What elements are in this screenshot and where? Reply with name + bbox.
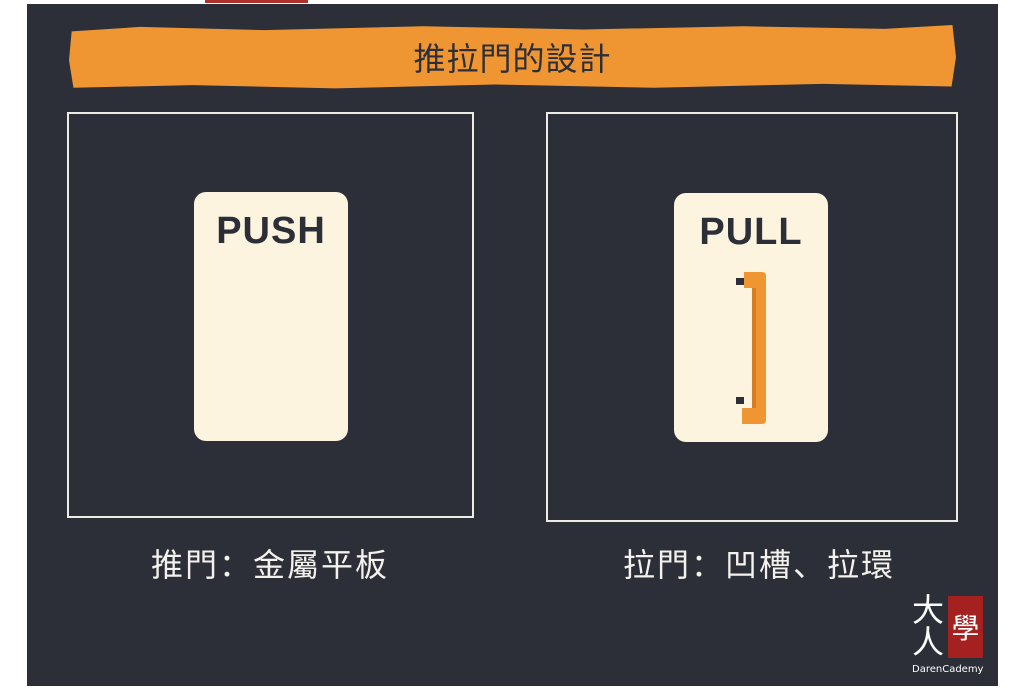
pull-sign-label: PULL	[699, 211, 803, 253]
pull-panel: PULL	[546, 112, 958, 522]
logo-brand-text: DarenCademy	[912, 664, 984, 675]
slide: 推拉門的設計 PUSH PULL 推門：金屬平板 拉門：凹槽、拉環 大 人 學 …	[27, 4, 998, 686]
logo-seal: 學	[948, 596, 983, 658]
logo-char-da: 大	[912, 591, 945, 629]
pull-sign: PULL	[674, 193, 828, 442]
push-panel: PUSH	[67, 112, 474, 518]
title-banner: 推拉門的設計	[69, 25, 956, 89]
darencademy-logo: 大 人 學 DarenCademy	[912, 594, 984, 682]
push-sign: PUSH	[194, 192, 348, 441]
browser-tab-indicator	[205, 0, 308, 3]
logo-char-ren: 人	[912, 623, 945, 661]
door-handle-icon	[736, 272, 766, 424]
push-door-caption: 推門：金屬平板	[151, 546, 390, 584]
pull-door-caption: 拉門：凹槽、拉環	[623, 546, 896, 584]
push-sign-label: PUSH	[216, 210, 326, 252]
slide-title: 推拉門的設計	[413, 40, 612, 78]
